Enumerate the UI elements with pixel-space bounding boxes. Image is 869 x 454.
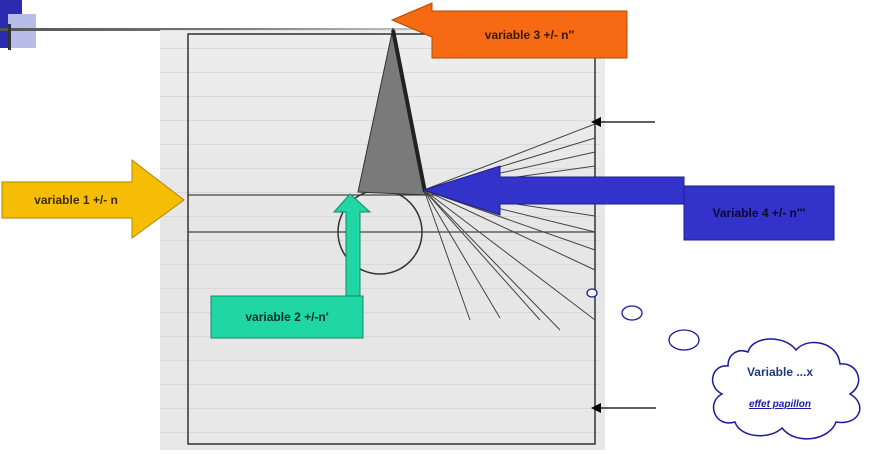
arrow-variable-3	[390, 2, 628, 59]
scan-line	[160, 432, 600, 433]
cloud-title: Variable ...x	[746, 365, 814, 379]
pendulum-shape	[357, 27, 426, 196]
label-variable-1: variable 1 +/- n	[34, 193, 118, 207]
pointer-arrow-top	[591, 117, 655, 127]
ray	[423, 189, 596, 321]
pendulum-edge	[391, 29, 427, 193]
thought-bubble-medium	[621, 305, 643, 321]
scan-line	[160, 72, 600, 73]
thought-bubble-small	[586, 288, 598, 298]
ray-fan	[423, 123, 596, 331]
ray	[423, 123, 596, 191]
ray	[423, 189, 596, 271]
arrow-variable-1	[1, 158, 185, 239]
scan-line	[160, 336, 600, 337]
label-variable-3: variable 3 +/- n′′	[484, 27, 575, 42]
scan-line	[160, 312, 600, 313]
label-variable-2: variable 2 +/-n′	[245, 310, 329, 324]
ray	[423, 189, 501, 319]
scan-line	[160, 408, 600, 409]
scan-line	[160, 240, 600, 241]
ray	[423, 189, 541, 321]
scan-line	[160, 360, 600, 361]
box-variable-4	[683, 185, 835, 241]
scan-line	[160, 216, 600, 217]
ray	[423, 189, 471, 321]
arrow-variable-4	[422, 165, 685, 216]
cloud-shape	[711, 338, 861, 440]
title-bar-vertical-line	[8, 24, 11, 50]
ray	[423, 189, 596, 251]
pointer-arrow-bottom	[591, 403, 656, 413]
scan-line	[160, 264, 600, 265]
title-bar-line	[0, 28, 640, 31]
thought-bubble-large	[668, 329, 700, 351]
ray	[423, 189, 561, 331]
cloud-link[interactable]: effet papillon	[748, 398, 812, 410]
scan-line	[160, 48, 600, 49]
title-bar-square-light	[8, 14, 36, 48]
label-variable-4: Variable 4 +/- n′′′	[712, 206, 806, 220]
box-variable-2	[210, 295, 364, 339]
scan-line	[160, 288, 600, 289]
scan-line	[160, 384, 600, 385]
